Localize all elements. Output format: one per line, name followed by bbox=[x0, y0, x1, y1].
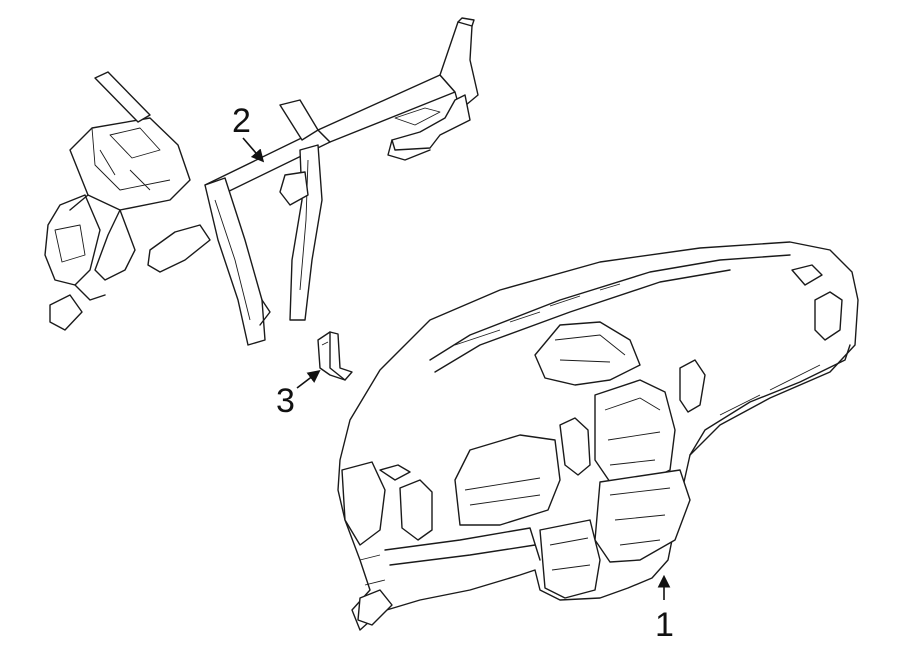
bracket bbox=[317, 331, 353, 381]
instrument-panel bbox=[337, 241, 859, 631]
callout-1-label: 1 bbox=[655, 606, 674, 644]
callout-3: 3 bbox=[276, 370, 321, 420]
callout-2-label: 2 bbox=[232, 102, 251, 140]
callout-2: 2 bbox=[232, 102, 265, 163]
callout-1: 1 bbox=[655, 574, 674, 644]
cross-car-beam bbox=[44, 17, 479, 346]
callout-3-label: 3 bbox=[276, 382, 295, 420]
